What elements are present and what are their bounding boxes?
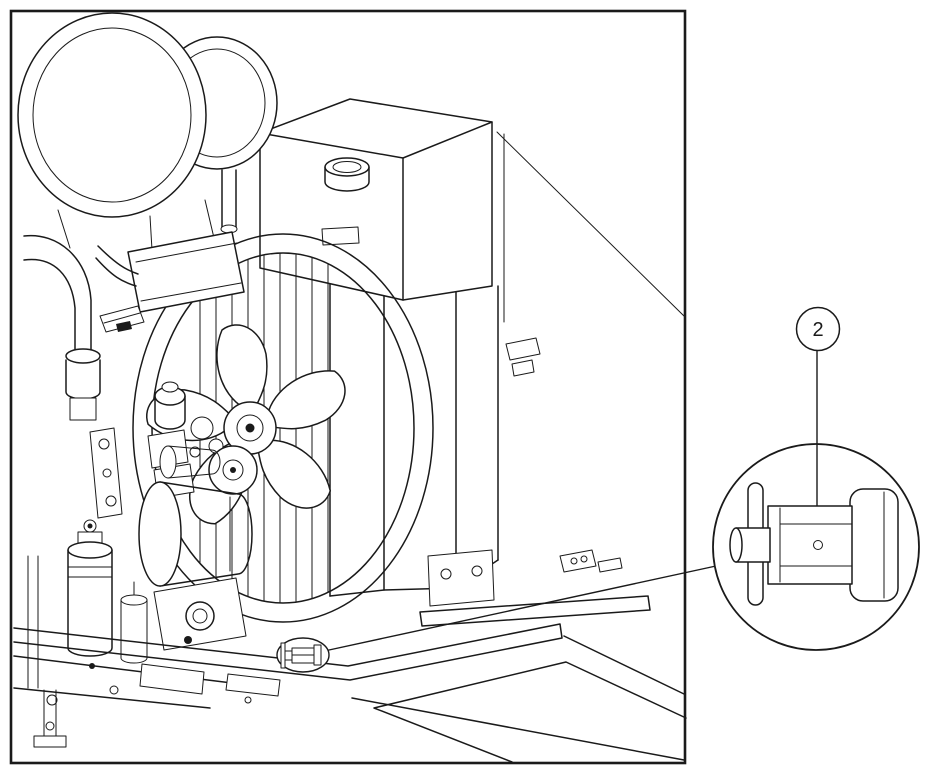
- oil-filter: [67, 519, 113, 657]
- base-frame: [13, 549, 651, 748]
- thermostat-housing: [154, 381, 186, 430]
- valve-cap: [849, 488, 899, 602]
- frame-border: [9, 9, 687, 765]
- source-callout-circle: [276, 637, 330, 673]
- callout-2-label: 2: [812, 319, 823, 341]
- alternator: [138, 445, 253, 587]
- callout-2: 2: [795, 306, 841, 352]
- floor-lines: [351, 635, 687, 763]
- exhaust-pipe: [23, 234, 101, 421]
- valve-cover: [95, 231, 245, 313]
- detail-leader-line: [328, 565, 717, 651]
- radiator: [259, 98, 541, 607]
- valve-center-hole: [813, 540, 823, 550]
- valve-stem: [729, 527, 771, 563]
- enclosure-edge-line: [496, 131, 685, 317]
- muffler-assembly: [17, 12, 278, 251]
- drain-valve-location: [280, 642, 322, 669]
- valve-hex-body: [767, 505, 853, 585]
- engine-components: [23, 231, 258, 689]
- detail-view: [712, 349, 920, 651]
- callout-2-circle: [795, 306, 841, 352]
- alternator-bracket: [153, 577, 247, 651]
- bracket-plate: [89, 427, 123, 519]
- pulley: [208, 445, 258, 495]
- fuel-filter: [120, 581, 148, 664]
